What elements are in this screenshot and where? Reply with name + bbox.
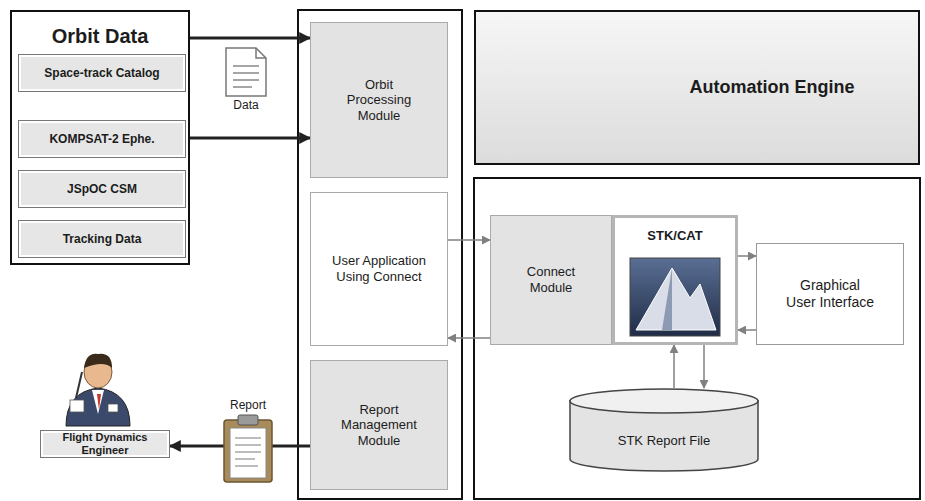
node-text: Connect Module [511,264,591,295]
node-text: JSpOC CSM [67,182,137,196]
cylinder-outline [568,388,760,472]
data-label: Data [222,98,270,112]
source-box: Space-track Catalog [18,54,186,92]
node-text: Tracking Data [63,232,142,246]
panel-frame [474,178,920,499]
role-box: Flight Dynamics Engineer [40,430,170,458]
stk-logo [630,258,720,336]
flow-arrow [703,345,705,388]
source-box: JSpOC CSM [18,170,186,208]
node-text: STK/CAT [647,228,702,244]
flow-arrow [448,337,490,339]
module-box: Report Management Module [310,360,448,490]
node-text: Space-track Catalog [44,66,159,80]
flow-arrow [738,255,756,257]
report-label: Report [218,398,278,412]
flow-arrow [186,137,310,140]
person-icon [66,354,130,426]
node-text: Report Management Module [329,402,429,449]
node-text: Orbit Data [52,24,149,48]
flow-arrow [190,37,310,40]
node-text: Graphical User Interface [785,277,875,311]
flow-arrow [673,345,675,388]
node-text: Orbit Processing Module [331,77,427,124]
node-text: Flight Dynamics Engineer [41,431,169,457]
node-text: KOMPSAT-2 Ephe. [49,132,154,146]
flow-arrow [448,239,490,241]
node-text: STK Report File [618,433,710,449]
group-box: Space-track CatalogKOMPSAT-2 Ephe. JSpOC … [10,10,190,265]
node-text: User Application Using Connect [329,253,429,284]
document-icon [226,48,266,96]
flow-arrow [738,329,756,331]
clipboard-icon [224,415,272,482]
module-box: Connect Module [490,215,612,345]
column-frame [298,10,462,499]
source-box: Tracking Data [18,220,186,258]
node-text: Automation Engine [690,77,855,99]
source-box: KOMPSAT-2 Ephe. [18,120,186,158]
interface-box: Graphical User Interface [756,243,904,345]
engine-box: Automation Engine [474,10,920,165]
database-cylinder: STK Report File [568,388,760,472]
module-box: Orbit Processing Module [310,22,448,178]
module-box: User Application Using Connect [310,192,448,346]
tool-box: STK/CAT [612,215,738,345]
